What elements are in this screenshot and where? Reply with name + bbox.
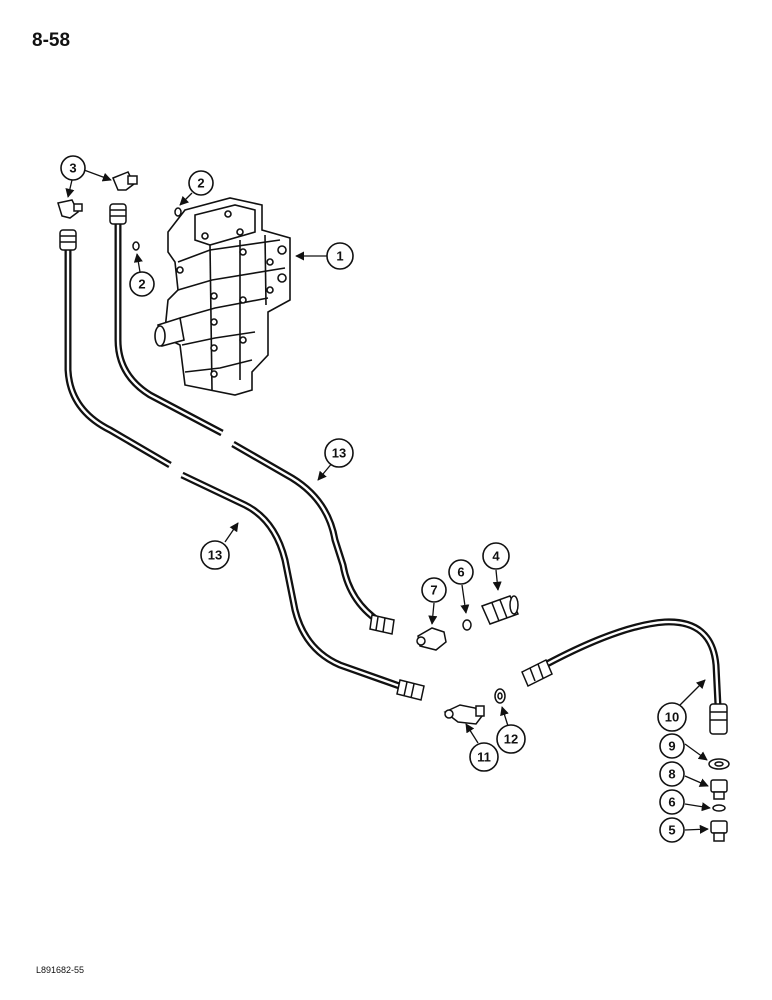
o-ring-d [712, 804, 726, 812]
washer-large [708, 758, 730, 770]
callout-2-left: 2 [129, 271, 155, 297]
svg-text:4: 4 [492, 549, 500, 564]
hose-assembly-lower [64, 248, 407, 692]
svg-text:11: 11 [477, 750, 491, 765]
callout-2-top: 2 [188, 170, 214, 196]
svg-text:6: 6 [668, 795, 675, 810]
hose-fitting-upper-top [109, 203, 127, 225]
hose-assembly-upper [114, 222, 387, 629]
callout-6-lower: 6 [659, 789, 685, 815]
svg-text:10: 10 [665, 710, 679, 725]
svg-text:8: 8 [668, 767, 675, 782]
page-number: 8-58 [32, 30, 71, 51]
svg-text:9: 9 [668, 739, 675, 754]
hose-fitting-right-bottom [709, 703, 728, 735]
hose-fitting-right-left [521, 658, 553, 688]
hose-fitting-upper-bottom [369, 614, 395, 635]
control-valve-body [154, 197, 291, 396]
svg-text:3: 3 [69, 161, 76, 176]
svg-text:13: 13 [332, 446, 346, 461]
svg-text:6: 6 [457, 565, 464, 580]
elbow-fitting-a [112, 171, 138, 191]
svg-text:12: 12 [504, 732, 518, 747]
callout-6-upper: 6 [448, 559, 474, 585]
adapter-fitting [480, 595, 520, 625]
o-ring-b [132, 241, 140, 251]
callout-7: 7 [421, 577, 447, 603]
hose-fitting-lower-top [59, 229, 77, 251]
callout-13-upper: 13 [324, 438, 354, 468]
plug-fitting [710, 820, 728, 842]
svg-text:7: 7 [430, 583, 437, 598]
elbow-fitting-d [443, 704, 485, 725]
hose-assembly-right [543, 618, 722, 707]
callout-4: 4 [482, 542, 510, 570]
svg-text:13: 13 [208, 548, 222, 563]
callout-13-lower: 13 [200, 540, 230, 570]
callout-8: 8 [659, 761, 685, 787]
callout-9: 9 [659, 733, 685, 759]
adapter-fitting-small [710, 779, 728, 800]
callout-12: 12 [496, 724, 526, 754]
o-ring-a [174, 207, 182, 217]
svg-text:2: 2 [138, 277, 145, 292]
callout-1: 1 [326, 242, 354, 270]
callout-11: 11 [469, 742, 499, 772]
o-ring-c [462, 619, 472, 631]
callout-5: 5 [659, 817, 685, 843]
figure-reference: L891682-55 [36, 965, 85, 975]
elbow-fitting-c [416, 627, 447, 651]
svg-text:1: 1 [336, 249, 343, 264]
elbow-fitting-b [57, 199, 83, 219]
callout-3: 3 [60, 155, 86, 181]
svg-text:2: 2 [197, 176, 204, 191]
washer-small [494, 688, 506, 704]
svg-text:5: 5 [668, 823, 675, 838]
leader-lines [65, 169, 711, 834]
callout-10: 10 [657, 702, 687, 732]
hose-fitting-lower-bottom [396, 679, 425, 701]
